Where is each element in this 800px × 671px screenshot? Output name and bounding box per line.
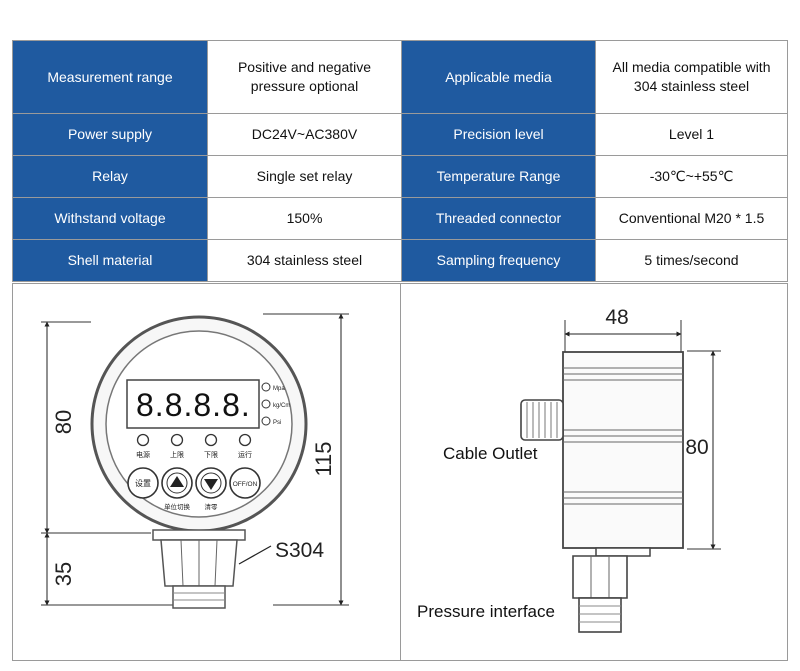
run-led	[238, 433, 252, 447]
unit-label: Mpa	[273, 386, 285, 392]
dim-width-label: 48	[605, 306, 628, 329]
down-arrow-icon	[204, 479, 218, 490]
pressure-interface-label: Pressure interface	[417, 602, 555, 621]
power-led	[136, 433, 150, 447]
spec-value: Single set relay	[207, 155, 402, 198]
dim-fitting-label: 35	[51, 562, 76, 586]
spec-label: Temperature Range	[401, 155, 596, 198]
spec-label: Measurement range	[12, 40, 208, 114]
indicator-label: 上限	[170, 450, 184, 459]
upper-limit-led	[170, 433, 184, 447]
spec-label: Threaded connector	[401, 197, 596, 240]
thread-stem	[172, 585, 226, 609]
indicator-label: 下限	[204, 450, 218, 459]
dim-body-label: 80	[51, 410, 76, 434]
spec-value: Level 1	[595, 113, 788, 156]
spec-label: Shell material	[12, 239, 208, 282]
up-arrow-icon	[170, 476, 184, 487]
power-toggle-label: OFF/ON	[233, 481, 258, 488]
button-caption: 清零	[205, 502, 219, 511]
front-view-panel: 80 35 115 8.8.8.8. Mpa kg/Cm Psi 电源 上限 下…	[12, 283, 401, 661]
dim-height-label: 80	[685, 436, 708, 459]
spec-value: Conventional M20 * 1.5	[595, 197, 788, 240]
spec-value: DC24V~AC380V	[207, 113, 402, 156]
unit-label: kg/Cm	[273, 403, 290, 409]
side-view-panel: 48 80 Cable Outlet Pressure interface	[400, 283, 788, 661]
digital-display	[126, 379, 260, 429]
spec-label: Sampling frequency	[401, 239, 596, 282]
spec-row: Power supply DC24V~AC380V Precision leve…	[12, 113, 788, 156]
dim-total-label: 115	[311, 441, 336, 476]
spec-row: Shell material 304 stainless steel Sampl…	[12, 239, 788, 282]
spec-label: Precision level	[401, 113, 596, 156]
cable-gland	[520, 399, 564, 441]
spec-value: 5 times/second	[595, 239, 788, 282]
spec-row: Relay Single set relay Temperature Range…	[12, 155, 788, 198]
lower-limit-led	[204, 433, 218, 447]
spec-row: Withstand voltage 150% Threaded connecto…	[12, 197, 788, 240]
thread-stem-side	[578, 597, 622, 633]
spec-value: 304 stainless steel	[207, 239, 402, 282]
power-toggle-button[interactable]	[229, 467, 261, 499]
spec-value: 150%	[207, 197, 402, 240]
side-view-drawing: 48 80 Cable Outlet Pressure interface	[417, 306, 721, 633]
hex-fitting-side	[572, 555, 628, 599]
spec-value: -30℃~+55℃	[595, 155, 788, 198]
cable-outlet-label: Cable Outlet	[443, 444, 538, 463]
spec-label: Relay	[12, 155, 208, 198]
unit-label: Psi	[273, 420, 281, 426]
gauge-body-side	[562, 351, 684, 549]
button-caption: 单位切换	[164, 502, 191, 511]
indicator-label: 电源	[136, 450, 150, 459]
spec-label: Withstand voltage	[12, 197, 208, 240]
front-view-drawing: 80 35 115 8.8.8.8. Mpa kg/Cm Psi 电源 上限 下…	[41, 313, 349, 609]
spec-label: Power supply	[12, 113, 208, 156]
indicator-label: 运行	[238, 450, 252, 459]
spec-label: Applicable media	[401, 40, 596, 114]
display-readout: 8.8.8.8.	[136, 387, 251, 423]
set-button-label: 设置	[135, 478, 151, 488]
material-label: S304	[275, 539, 324, 562]
set-button[interactable]	[127, 467, 159, 499]
